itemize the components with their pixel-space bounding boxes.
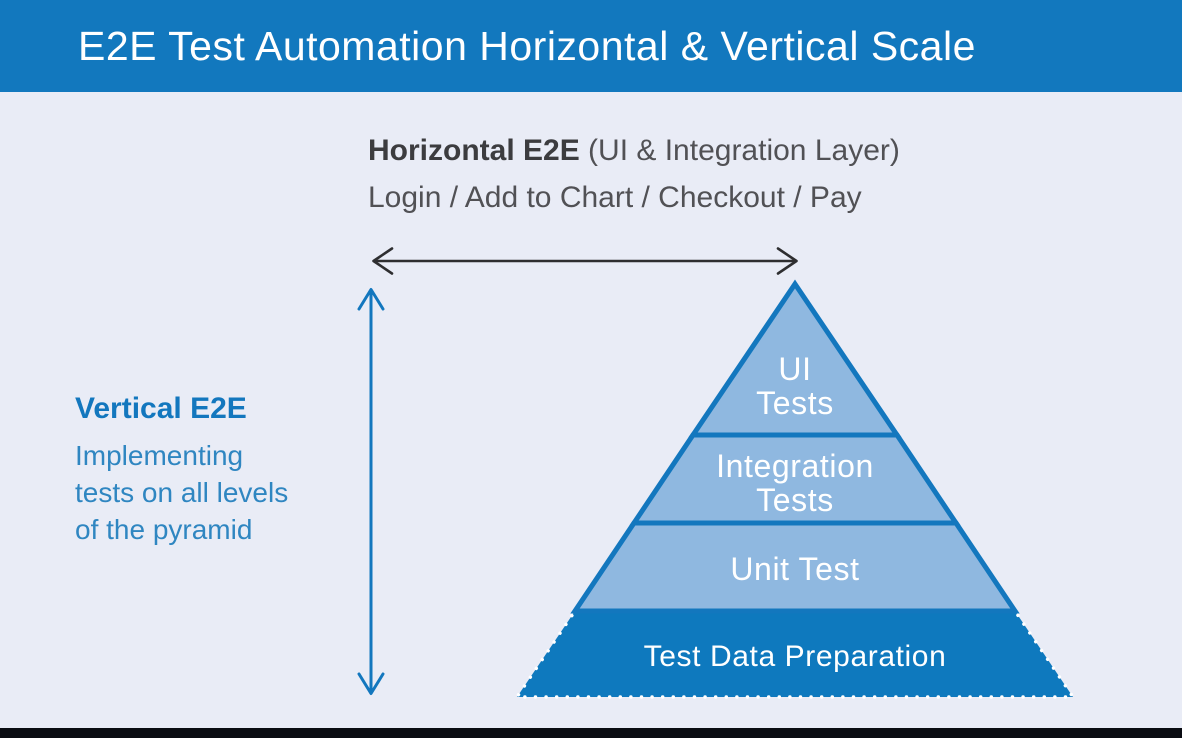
vertical-e2e-title: Vertical E2E: [75, 392, 247, 425]
horizontal-e2e-title: Horizontal E2E: [368, 134, 580, 167]
horizontal-e2e-subtitle: (UI & Integration Layer): [588, 134, 900, 167]
header-bar: E2E Test Automation Horizontal & Vertica…: [0, 0, 1182, 92]
layer-label-line: Tests: [756, 482, 834, 518]
layer-label-ui-tests: UI Tests: [756, 352, 834, 420]
horizontal-e2e-heading: Horizontal E2E (UI & Integration Layer): [368, 134, 900, 168]
vertical-e2e-description: Implementing tests on all levels of the …: [75, 437, 365, 548]
horizontal-e2e-flow: Login / Add to Chart / Checkout / Pay: [368, 181, 862, 214]
layer-label-line: UI: [778, 351, 812, 387]
footer-bar: [0, 728, 1182, 738]
layer-label-line: Tests: [756, 385, 834, 421]
vertical-e2e-description-line: of the pyramid: [75, 514, 253, 545]
horizontal-scale-arrow: [372, 247, 798, 275]
vertical-e2e-description-line: Implementing: [75, 440, 244, 471]
vertical-e2e-description-line: tests on all levels: [75, 477, 289, 508]
page-title: E2E Test Automation Horizontal & Vertica…: [78, 22, 976, 69]
layer-label-test-data-preparation: Test Data Preparation: [644, 640, 947, 674]
layer-label-unit-test: Unit Test: [730, 552, 859, 586]
horizontal-e2e-block: Horizontal E2E (UI & Integration Layer) …: [368, 134, 900, 215]
layer-label-integration-tests: Integration Tests: [716, 449, 874, 517]
layer-label-line: Integration: [716, 448, 874, 484]
layer-label-line: Unit Test: [730, 551, 860, 587]
vertical-e2e-block: Vertical E2E Implementing tests on all l…: [75, 392, 365, 548]
layer-label-line: Test Data Preparation: [643, 640, 947, 673]
